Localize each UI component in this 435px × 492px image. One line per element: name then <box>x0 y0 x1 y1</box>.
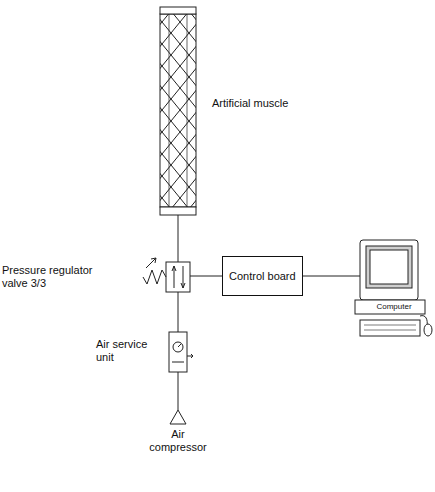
process-box: Control board <box>222 256 303 296</box>
service-unit-symbol <box>169 332 193 372</box>
muscle-label: Artificial muscle <box>212 97 332 110</box>
valve-symbol <box>143 258 190 292</box>
valve-label: Pressure regulator valve 3/3 <box>2 264 98 290</box>
computer-label: Computer <box>372 302 416 312</box>
compressor-symbol <box>170 410 186 424</box>
box-text: Control board <box>229 270 296 283</box>
muscle-symbol <box>160 7 196 215</box>
computer-icon <box>355 240 432 336</box>
air-line <box>178 215 360 410</box>
compressor-label: Air compressor <box>148 428 208 454</box>
service-unit-label: Air service unit <box>96 338 166 364</box>
